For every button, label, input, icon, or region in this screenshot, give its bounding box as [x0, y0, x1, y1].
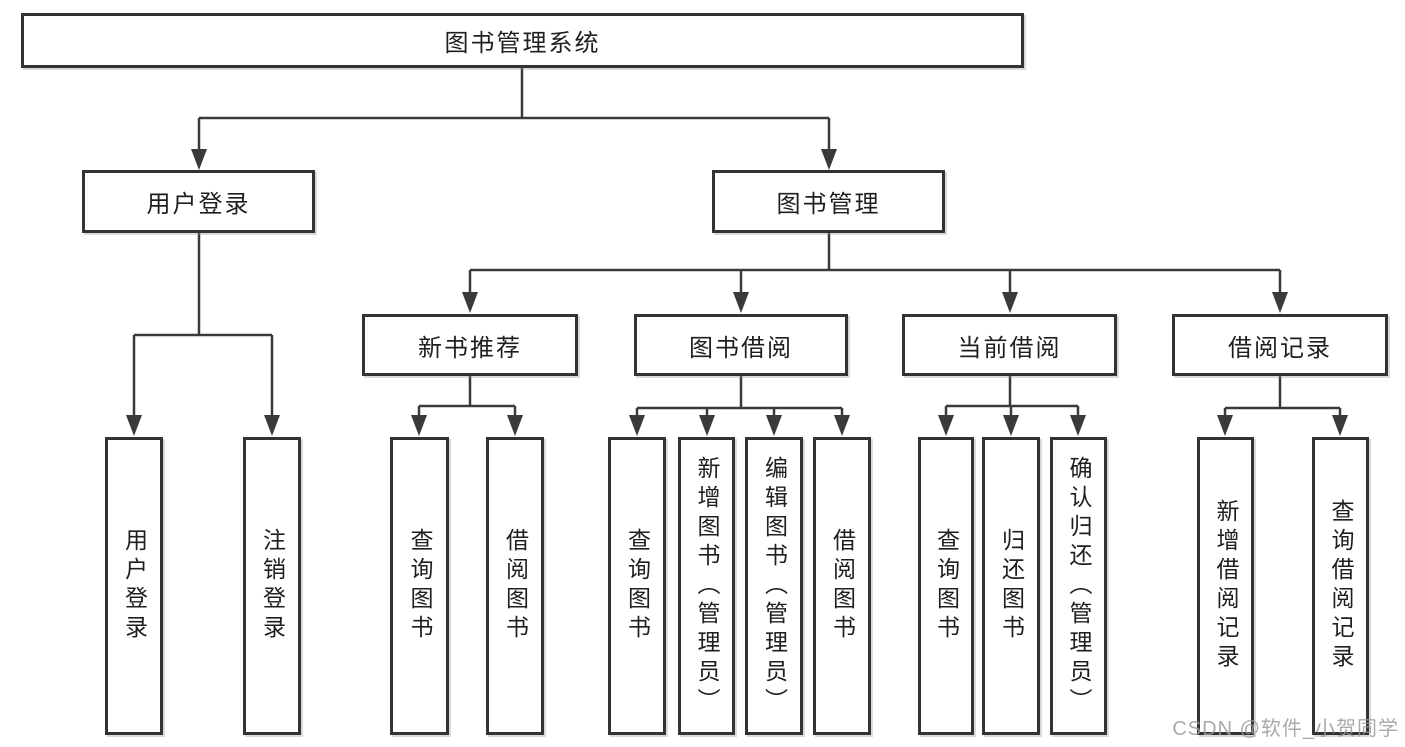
leaf-recommend-query-book: 查询图书 [390, 437, 449, 735]
node-current-borrow: 当前借阅 [902, 314, 1117, 376]
leaf-borrow-query-book: 查询图书 [608, 437, 666, 735]
node-user-login: 用户登录 [82, 170, 315, 233]
leaf-user-login: 用户登录 [105, 437, 163, 735]
leaf-current-query-book: 查询图书 [918, 437, 974, 735]
leaf-current-return-book: 归还图书 [982, 437, 1040, 735]
node-book-management: 图书管理 [712, 170, 945, 233]
leaf-borrow-add-book-admin: 新增图书（管理员） [678, 437, 735, 735]
node-root-system: 图书管理系统 [21, 13, 1024, 68]
node-borrow-record: 借阅记录 [1172, 314, 1388, 376]
leaf-record-query-borrow-record: 查询借阅记录 [1312, 437, 1369, 735]
leaf-recommend-borrow-book: 借阅图书 [486, 437, 544, 735]
arrowhead-group [126, 149, 1348, 436]
leaf-current-confirm-return-admin: 确认归还（管理员） [1050, 437, 1107, 735]
csdn-watermark: CSDN @软件_小贺同学 [1172, 718, 1399, 740]
leaf-logout: 注销登录 [243, 437, 301, 735]
leaf-borrow-edit-book-admin: 编辑图书（管理员） [745, 437, 803, 735]
leaf-record-add-borrow-record: 新增借阅记录 [1197, 437, 1254, 735]
node-book-borrow: 图书借阅 [634, 314, 848, 376]
node-new-book-recommend: 新书推荐 [362, 314, 578, 376]
leaf-borrow-borrow-book: 借阅图书 [813, 437, 871, 735]
